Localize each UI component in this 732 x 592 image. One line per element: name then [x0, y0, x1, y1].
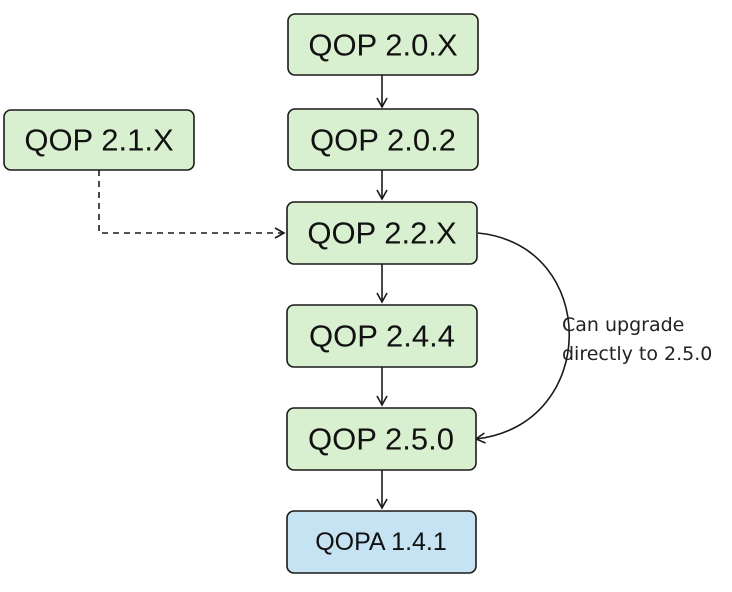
node-qop-2-0-2-label: QOP 2.0.2 — [310, 123, 456, 158]
node-qop-2-4-4-label: QOP 2.4.4 — [309, 319, 455, 354]
node-qop-2-0-x-label: QOP 2.0.X — [308, 28, 458, 63]
node-qop-2-4-4: QOP 2.4.4 — [286, 304, 478, 368]
annotation-line-2: directly to 2.5.0 — [562, 343, 712, 365]
node-qop-2-5-0: QOP 2.5.0 — [286, 407, 477, 471]
node-qop-2-5-0-label: QOP 2.5.0 — [308, 422, 454, 457]
node-qopa-1-4-1: QOPA 1.4.1 — [286, 510, 477, 574]
edge-2-2-x-to-2-5-0-curved — [474, 232, 570, 444]
node-qop-2-1-x-label: QOP 2.1.X — [24, 123, 174, 158]
edge-2-1-x-to-2-2-x — [98, 170, 286, 239]
annotation-line-1: Can upgrade — [562, 314, 684, 336]
node-qopa-1-4-1-label: QOPA 1.4.1 — [315, 528, 447, 556]
node-qop-2-0-x: QOP 2.0.X — [287, 13, 479, 76]
node-qop-2-0-2: QOP 2.0.2 — [287, 108, 479, 171]
node-qop-2-2-x: QOP 2.2.X — [286, 201, 478, 265]
node-qop-2-2-x-label: QOP 2.2.X — [307, 216, 457, 251]
node-qop-2-1-x: QOP 2.1.X — [3, 109, 195, 171]
